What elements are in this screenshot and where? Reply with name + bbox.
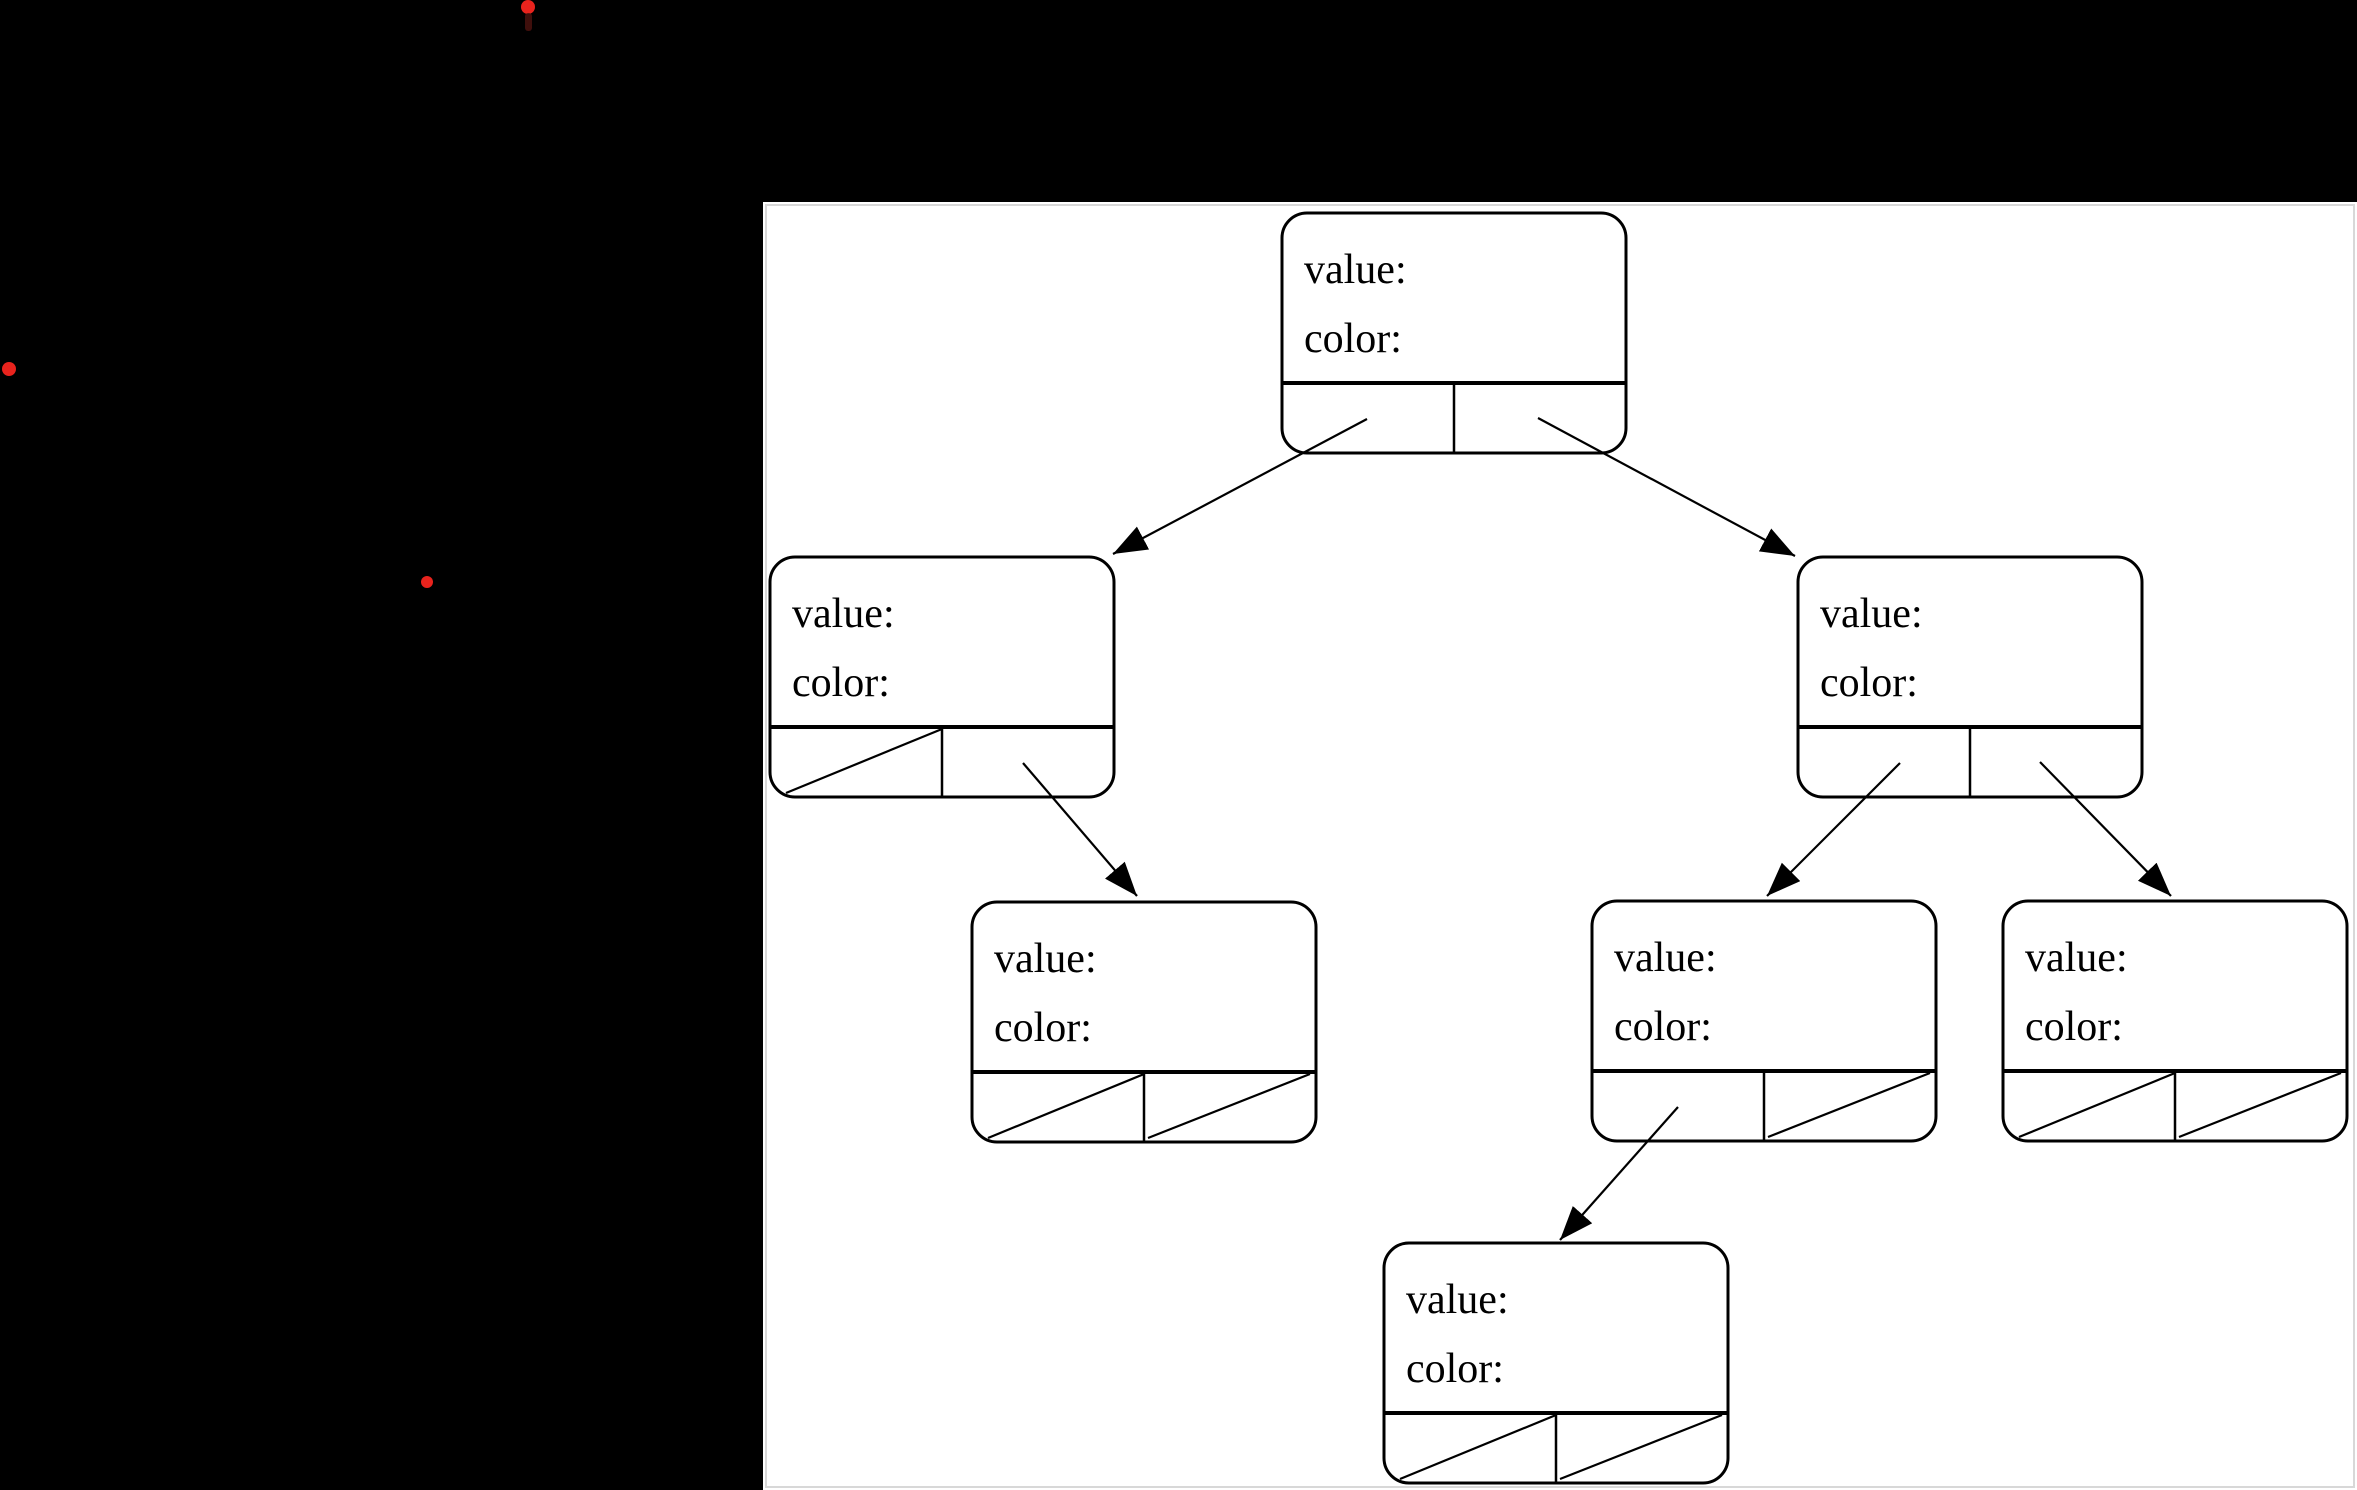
value-label: value: [2025, 935, 2128, 981]
pointer-arrow-center-node-to-bottom-leaf [1559, 1106, 1679, 1241]
value-label: value: [1406, 1277, 1509, 1323]
color-label: color: [2025, 1004, 2123, 1050]
null-pointer-slash-right [1559, 1413, 1723, 1481]
red-dot [421, 576, 433, 588]
node-box [2001, 899, 2349, 1143]
pointer-arrow-right-child-to-left-child [1766, 762, 1901, 897]
red-dot [521, 0, 535, 14]
pointer-arrow-root-to-right-child [1537, 417, 1796, 557]
color-label: color: [1304, 316, 1402, 362]
color-label: color: [1406, 1346, 1504, 1392]
pointer-arrow-left-child-to-right-leaf [1022, 762, 1138, 897]
null-pointer-slash-right [1767, 1071, 1931, 1139]
null-pointer-slash-left [1399, 1413, 1557, 1481]
value-label: value: [1304, 247, 1407, 293]
tree-node-root-left: value: color: [768, 555, 1116, 799]
node-box [1590, 899, 1938, 1143]
tree-node-root-right-right: value: color: [2001, 899, 2349, 1143]
null-pointer-slash-left [785, 727, 943, 795]
null-pointer-slash-left [2018, 1071, 2176, 1139]
color-label: color: [1820, 660, 1918, 706]
value-label: value: [1614, 935, 1717, 981]
pointer-arrow-right-child-to-right-leaf [2039, 761, 2172, 897]
value-label: value: [1820, 591, 1923, 637]
tree-node-root-right-left-left: value: color: [1382, 1241, 1730, 1485]
color-label: color: [994, 1005, 1092, 1051]
null-pointer-slash-left [987, 1072, 1145, 1140]
node-box [1280, 211, 1628, 455]
node-box [970, 900, 1318, 1144]
color-label: color: [1614, 1004, 1712, 1050]
null-pointer-slash-right [2178, 1071, 2342, 1139]
diagram-panel: value:color:value:color:value:color:valu… [763, 202, 2357, 1490]
pointer-arrow-root-to-left-child [1112, 418, 1368, 555]
node-box [1796, 555, 2144, 799]
node-box [768, 555, 1116, 799]
tree-diagram: value:color:value:color:value:color:valu… [768, 211, 2349, 1485]
color-label: color: [792, 660, 890, 706]
node-box [1382, 1241, 1730, 1485]
value-label: value: [994, 936, 1097, 982]
tree-node-root-right-left: value: color: [1590, 899, 1938, 1143]
red-dot [2, 362, 16, 376]
tree-node-root: value: color: [1280, 211, 1628, 455]
tree-node-root-right: value: color: [1796, 555, 2144, 799]
tree-node-root-left-right: value: color: [970, 900, 1318, 1144]
value-label: value: [792, 591, 895, 637]
null-pointer-slash-right [1147, 1072, 1311, 1140]
red-smear [525, 13, 532, 31]
